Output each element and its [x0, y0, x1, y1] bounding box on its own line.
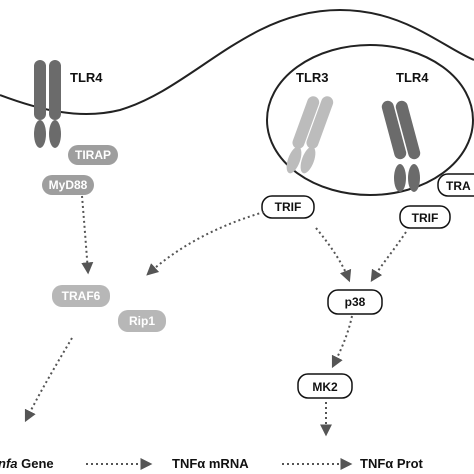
arrow-traf6-to-gene — [24, 337, 73, 423]
myd88-label: MyD88 — [49, 178, 88, 192]
cell-membrane — [0, 9, 474, 115]
tlr4-left-receptor — [34, 60, 61, 148]
tram-box-partial: TRA — [437, 173, 474, 197]
tlr3-label: TLR3 — [296, 70, 329, 85]
myd88-pill: MyD88 — [42, 175, 94, 195]
gene-word: Gene — [18, 456, 54, 471]
trif-tlr3-label: TRIF — [275, 200, 302, 214]
tnfa-mrna-label: TNFα mRNA — [172, 456, 249, 471]
arrow-trif3-to-p38 — [315, 227, 352, 283]
traf6-label: TRAF6 — [62, 289, 101, 303]
arrow-p38-to-mk2 — [331, 315, 353, 369]
rip1-pill: Rip1 — [118, 310, 166, 332]
tlr4-endosome-receptor — [381, 100, 421, 192]
endosome — [266, 44, 474, 196]
arrow-myd88-to-traf6 — [81, 195, 94, 275]
tnfa-protein-label: TNFα Prot — [360, 456, 424, 471]
gene-italic: nfa — [0, 456, 18, 471]
tlr3-receptor — [286, 96, 334, 174]
mk2-box: MK2 — [297, 373, 353, 399]
tram-partial-label: TRA — [446, 179, 471, 193]
traf6-pill: TRAF6 — [52, 285, 110, 307]
trif-tlr4-label: TRIF — [412, 211, 439, 225]
tirap-label: TIRAP — [75, 148, 111, 162]
trif-tlr3-box: TRIF — [261, 195, 315, 219]
rip1-label: Rip1 — [129, 314, 155, 328]
trif-tlr4-box: TRIF — [399, 205, 451, 229]
tirap-pill: TIRAP — [68, 145, 118, 165]
p38-label: p38 — [345, 295, 366, 309]
arrow-trif-to-traf6 — [146, 211, 265, 276]
tlr4-left-label: TLR4 — [70, 70, 103, 85]
mk2-label: MK2 — [312, 380, 338, 394]
gene-text: nfa Gene — [0, 456, 54, 471]
tlr4-endosome-label: TLR4 — [396, 70, 429, 85]
p38-box: p38 — [327, 289, 383, 315]
arrow-trif4-to-p38 — [370, 231, 407, 283]
